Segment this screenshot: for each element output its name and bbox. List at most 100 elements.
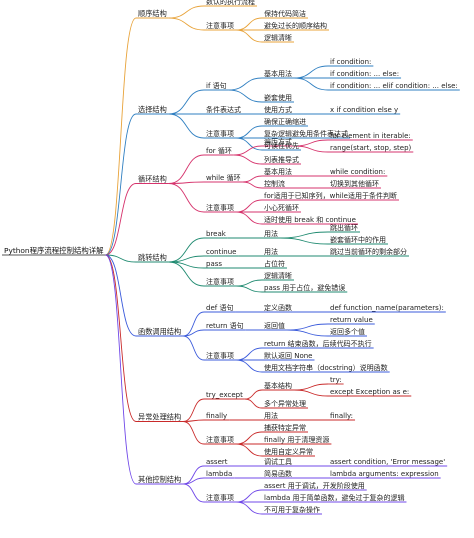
mindmap-node-d4[interactable]: for element in iterable: <box>330 132 411 140</box>
mindmap-node-d4[interactable]: range(start, stop, step) <box>330 144 412 152</box>
mindmap-node-d1[interactable]: 其他控制结构 <box>138 475 181 484</box>
mindmap-link <box>228 89 263 103</box>
mindmap-link <box>168 17 205 31</box>
mindmap-node-d4[interactable]: 返回多个值 <box>330 327 365 336</box>
mindmap-node-d3[interactable]: 基本用法 <box>264 167 292 176</box>
mindmap-node-d4[interactable]: assert condition, 'Error message' <box>330 458 445 466</box>
mindmap-node-d2[interactable]: for 循环 <box>206 146 232 155</box>
mindmap-node-d3[interactable]: 使用自定义异常 <box>264 447 313 456</box>
mindmap-node-d4[interactable]: 跳出循环 <box>330 223 358 232</box>
mindmap-node-d2[interactable]: 注意事项 <box>206 277 234 286</box>
mindmap-node-d3[interactable]: 基本结构 <box>264 381 292 390</box>
mindmap-node-d1[interactable]: 顺序结构 <box>138 9 167 18</box>
mindmap-node-d3[interactable]: 确保正确缩进 <box>264 117 306 126</box>
mindmap-node-d3[interactable]: 遍历方式 <box>264 137 292 146</box>
mindmap-node-d4[interactable]: if condition: ... elif condition: ... el… <box>330 82 458 90</box>
mindmap-node-d3[interactable]: for适用于已知序列，while适用于条件判断 <box>264 191 397 200</box>
mindmap-node-d2[interactable]: def 语句 <box>206 303 233 312</box>
mindmap-node-d4[interactable]: return value <box>330 316 373 324</box>
mindmap-node-d3[interactable]: 保持代码简洁 <box>264 9 306 18</box>
mindmap-node-d2[interactable]: try_except <box>206 391 243 399</box>
mindmap-node-d2[interactable]: 注意事项 <box>206 129 234 138</box>
mindmap-node-d3[interactable]: 占位符 <box>264 259 285 268</box>
mindmap-node-d2[interactable]: 注意事项 <box>206 203 234 212</box>
mindmap-node-d2[interactable]: finally <box>206 412 227 420</box>
mindmap-node-d3[interactable]: 返回值 <box>264 321 285 330</box>
mindmap-node-d2[interactable]: lambda <box>206 470 232 478</box>
mindmap-node-d3[interactable]: 控制流 <box>264 179 285 188</box>
mindmap-node-d3[interactable]: 嵌套使用 <box>264 93 292 102</box>
mindmap-node-d4[interactable]: 切换到其他循环 <box>330 179 379 188</box>
mindmap-node-d4[interactable]: finally: <box>330 412 353 420</box>
mindmap-node-d3[interactable]: 避免过长的顺序结构 <box>264 21 327 30</box>
mindmap-link <box>293 77 329 91</box>
mindmap-link <box>235 443 263 457</box>
mindmap-link <box>183 329 205 337</box>
mindmap-node-d4[interactable]: 跳过当前循环的剩余部分 <box>330 247 407 256</box>
mindmap-node-d4[interactable]: def function_name(parameters): <box>330 304 444 312</box>
mindmap-node-d4[interactable]: try: <box>330 376 342 384</box>
mindmap-node-d3[interactable]: 定义函数 <box>264 303 292 312</box>
mindmap-node-d3[interactable]: 复杂逻辑避免用条件表达式 <box>264 129 348 138</box>
mindmap-node-d2[interactable]: 注意事项 <box>206 493 234 502</box>
mindmap-link <box>293 65 329 79</box>
mindmap-link <box>235 125 263 139</box>
mindmap-node-d3[interactable]: 适时使用 break 和 continue <box>264 215 356 224</box>
mindmap-node-d1[interactable]: 异常处理结构 <box>138 413 181 422</box>
mindmap-node-d3[interactable]: 基本用法 <box>264 69 292 78</box>
mindmap-node-d4[interactable]: if condition: <box>330 58 371 66</box>
mindmap-node-d3[interactable]: 小心死循环 <box>264 203 299 212</box>
mindmap-link <box>235 285 263 293</box>
mindmap-node-d3[interactable]: 多个异常处理 <box>264 399 306 408</box>
mindmap-node-d3[interactable]: lambda 用于简单函数，避免过于复杂的逻辑 <box>264 493 404 502</box>
mindmap-root[interactable]: Python程序流程控制结构详解 <box>4 246 104 255</box>
mindmap-node-d2[interactable]: 注意事项 <box>206 21 234 30</box>
mindmap-link <box>293 145 329 153</box>
mindmap-node-d4[interactable]: lambda arguments: expression <box>330 470 439 478</box>
mindmap-node-d3[interactable]: 用法 <box>264 411 278 420</box>
mindmap-node-d3[interactable]: 用法 <box>264 229 278 238</box>
mindmap-node-d4[interactable]: if condition: ... else: <box>330 70 399 78</box>
mindmap-node-d1[interactable]: 循环结构 <box>138 175 167 184</box>
mindmap-node-d4[interactable]: while condition: <box>330 168 385 176</box>
mindmap-node-d3[interactable]: 逻辑清晰 <box>264 33 292 42</box>
mindmap-node-d3[interactable]: 用法 <box>264 247 278 256</box>
mindmap-node-d2[interactable]: assert <box>206 458 228 466</box>
mindmap-node-d3[interactable]: return 结束函数，后续代码不执行 <box>264 339 372 348</box>
mindmap-link <box>244 389 263 400</box>
mindmap-node-d2[interactable]: while 循环 <box>206 173 241 182</box>
mindmap-node-d2[interactable]: continue <box>206 248 236 256</box>
mindmap-node-d1[interactable]: 函数调用结构 <box>138 327 181 336</box>
mindmap-node-d2[interactable]: 注意事项 <box>206 351 234 360</box>
mindmap-node-d1[interactable]: 选择结构 <box>138 105 167 114</box>
mindmap-node-d3[interactable]: 不可用于复杂操作 <box>264 505 320 514</box>
mindmap-node-d1[interactable]: 跳转结构 <box>138 253 167 262</box>
mindmap-node-d2[interactable]: break <box>206 230 227 238</box>
mindmap-node-d2[interactable]: pass <box>206 260 222 268</box>
mindmap-node-d3[interactable]: pass 用于占位，避免错误 <box>264 283 345 292</box>
mindmap-link <box>235 279 263 287</box>
mindmap-node-d3[interactable]: 捕获特定异常 <box>264 423 306 432</box>
mindmap-node-d2[interactable]: 注意事项 <box>206 435 234 444</box>
mindmap-link <box>183 398 205 422</box>
mindmap-node-d4[interactable]: 嵌套循环中的作用 <box>330 235 386 244</box>
mindmap-node-d3[interactable]: assert 用于调试，开发阶段使用 <box>264 481 365 490</box>
mindmap-link <box>235 137 263 151</box>
mindmap-node-d4[interactable]: except Exception as e: <box>330 388 409 396</box>
mindmap-node-d2[interactable]: return 语句 <box>206 321 244 330</box>
mindmap-link <box>279 231 329 239</box>
mindmap-node-d2[interactable]: if 语句 <box>206 81 227 90</box>
mindmap-node-d2[interactable]: 条件表达式 <box>206 105 241 114</box>
mindmap-node-d2[interactable]: 数认的执行流程 <box>206 0 255 6</box>
mindmap-node-d3[interactable]: 默认返回 None <box>264 351 313 360</box>
mindmap-node-d3[interactable]: 使用文档字符串（docstring）说明函数 <box>264 363 388 372</box>
mindmap-node-d3[interactable]: 逻辑清晰 <box>264 271 292 280</box>
mindmap-node-d3[interactable]: 列表推导式 <box>264 155 299 164</box>
mindmap-node-d3[interactable]: 调试工具 <box>264 457 292 466</box>
mindmap-node-d3[interactable]: 可读性优先 <box>264 141 299 150</box>
mindmap-link <box>105 254 137 263</box>
mindmap-node-d3[interactable]: 简易函数 <box>264 469 292 478</box>
mindmap-node-d4[interactable]: x if condition else y <box>330 106 398 114</box>
mindmap-node-d3[interactable]: 使用方式 <box>264 105 292 114</box>
mindmap-node-d3[interactable]: finally 用于清理资源 <box>264 435 329 444</box>
